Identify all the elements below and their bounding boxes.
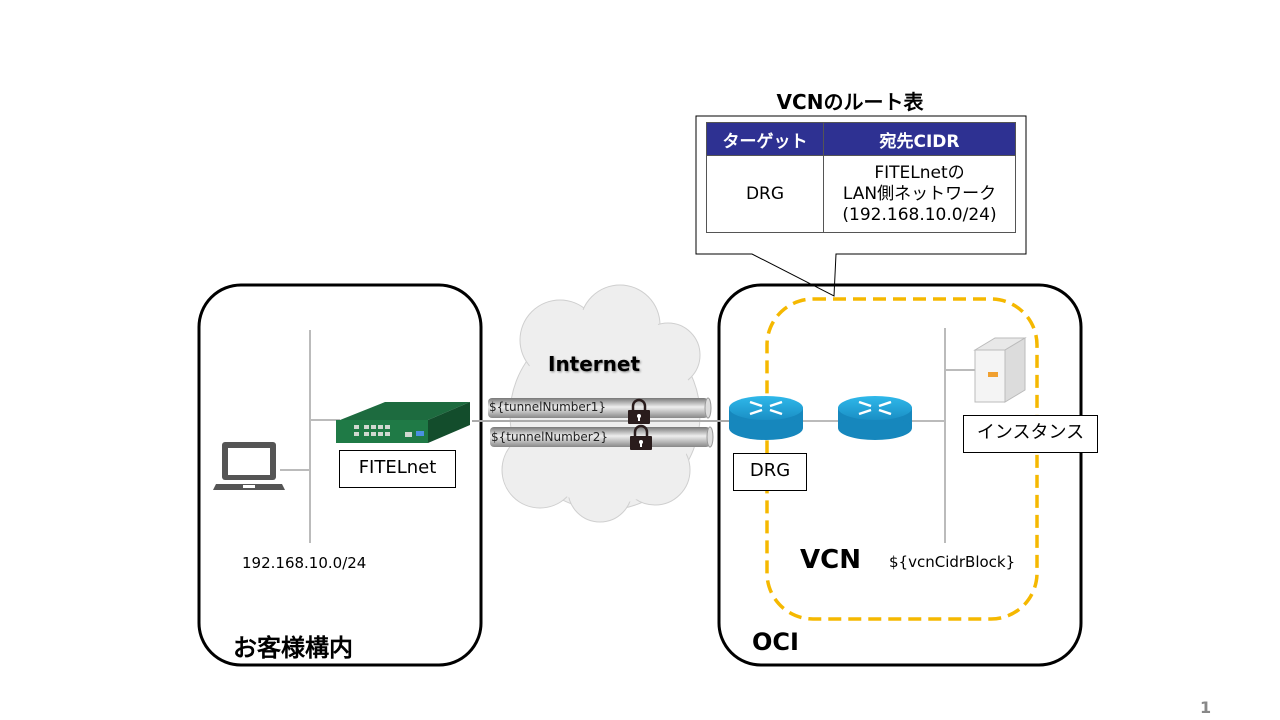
lan-cidr-label: 192.168.10.0/24	[242, 554, 367, 572]
instance-label: インスタンス	[963, 415, 1098, 453]
page-number: 1	[1200, 698, 1212, 717]
destination-line: FITELnetの	[874, 162, 965, 183]
oci-region	[717, 283, 1083, 667]
server-icon	[973, 337, 1027, 403]
drg-router-icon	[729, 396, 803, 440]
destination-line: LAN側ネットワーク	[842, 183, 997, 204]
padlock-icon	[628, 398, 650, 424]
customer-site-label: お客様構内	[233, 634, 353, 662]
tunnel-2	[490, 426, 714, 448]
fitelnet-router-icon	[336, 402, 470, 443]
tunnel-2-label: ${tunnelNumber2}	[491, 430, 608, 444]
route-table: ターゲット 宛先CIDR DRG FITELnetの LAN側ネットワーク (1…	[706, 122, 1016, 233]
table-row: DRG FITELnetの LAN側ネットワーク (192.168.10.0/2…	[706, 155, 1016, 233]
internet-label: Internet	[548, 352, 641, 376]
column-header-destination: 宛先CIDR	[823, 122, 1016, 156]
drg-label: DRG	[733, 453, 807, 491]
route-table-title: VCNのルート表	[776, 90, 924, 114]
vcn-cidr-label: ${vcnCidrBlock}	[889, 553, 1016, 571]
route-target-cell: DRG	[706, 155, 824, 233]
tunnel-1	[488, 397, 712, 419]
vcn-router-icon	[838, 396, 912, 440]
tunnel-1-label: ${tunnelNumber1}	[489, 400, 606, 414]
destination-line: (192.168.10.0/24)	[842, 204, 997, 225]
route-destination-cell: FITELnetの LAN側ネットワーク (192.168.10.0/24)	[823, 155, 1016, 233]
customer-site-region	[197, 283, 483, 667]
vcn-label: VCN	[800, 545, 861, 575]
vcn-boundary	[765, 297, 1039, 621]
padlock-icon	[630, 424, 652, 450]
fitelnet-label: FITELnet	[339, 450, 456, 488]
column-header-target: ターゲット	[706, 122, 824, 156]
laptop-icon	[213, 442, 285, 490]
oci-label: OCI	[752, 628, 799, 656]
route-table-header: ターゲット 宛先CIDR	[706, 122, 1016, 156]
